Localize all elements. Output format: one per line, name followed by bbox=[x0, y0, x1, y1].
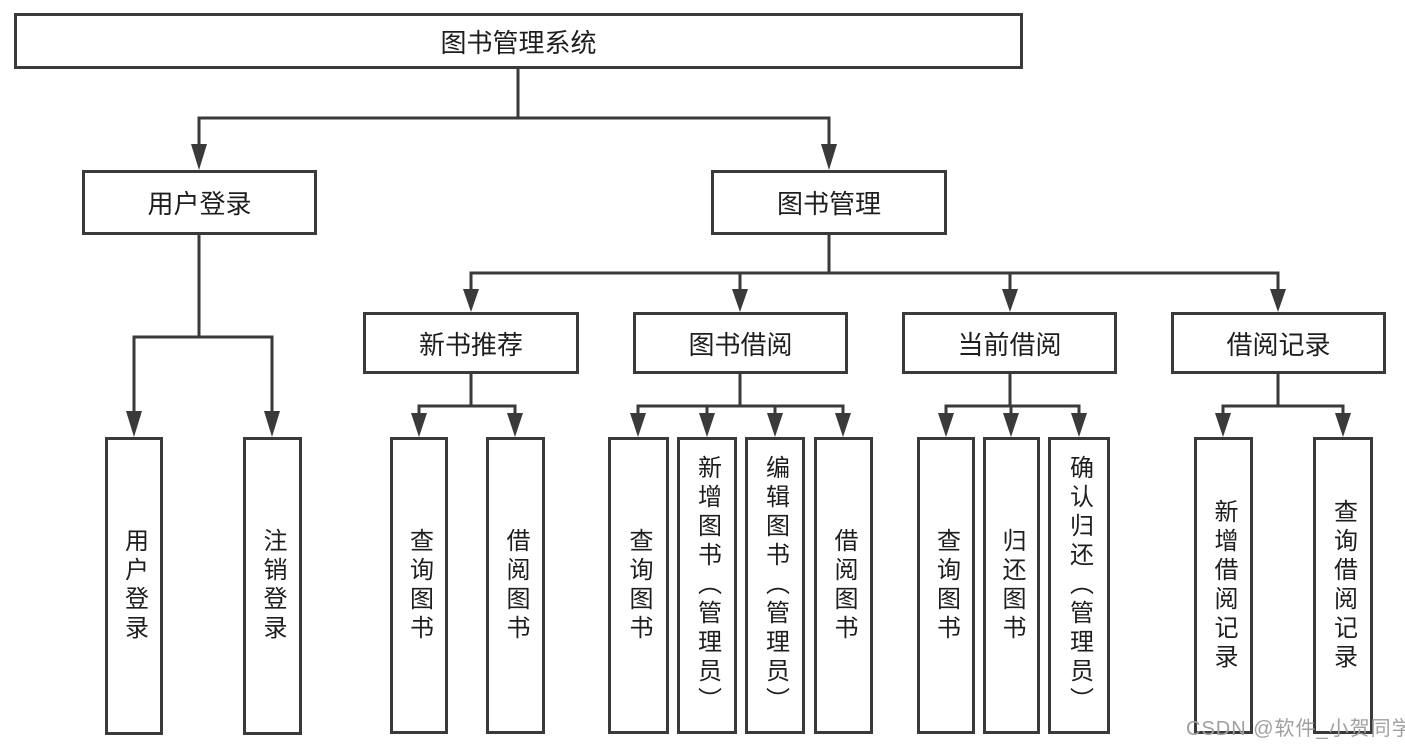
node-label: 注销登录 bbox=[259, 528, 286, 644]
leaf-confirm-return-admin: 确认归还（管理员） bbox=[1048, 437, 1110, 734]
leaf-logout: 注销登录 bbox=[243, 437, 302, 735]
node-label: 新增图书（管理员） bbox=[693, 455, 721, 716]
node-label: 图书管理系统 bbox=[440, 27, 597, 58]
node-label: 确认归还（管理员） bbox=[1065, 455, 1093, 716]
leaf-edit-books-admin: 编辑图书（管理员） bbox=[745, 437, 805, 734]
csdn-watermark: CSDN @软件_小贺同学 bbox=[1186, 718, 1405, 740]
node-label: 新书推荐 bbox=[418, 329, 523, 360]
node-label: 归还图书 bbox=[998, 527, 1025, 644]
node-label: 编辑图书（管理员） bbox=[761, 455, 789, 716]
node-current-borrowing: 当前借阅 bbox=[902, 312, 1117, 374]
leaf-query-borrowing-record: 查询借阅记录 bbox=[1313, 437, 1373, 734]
node-label: 新增借阅记录 bbox=[1210, 498, 1237, 673]
leaf-user-login: 用户登录 bbox=[105, 437, 163, 735]
node-label: 借阅图书 bbox=[502, 527, 529, 644]
leaf-query-books-borrowing: 查询图书 bbox=[608, 437, 669, 734]
node-book-management: 图书管理 bbox=[711, 170, 947, 235]
node-label: 用户登录 bbox=[120, 528, 148, 644]
node-user-login: 用户登录 bbox=[82, 170, 317, 235]
node-borrowing-records: 借阅记录 bbox=[1171, 312, 1386, 374]
node-library-management-system: 图书管理系统 bbox=[14, 13, 1023, 69]
node-label: 查询借阅记录 bbox=[1329, 498, 1357, 673]
node-label: 当前借阅 bbox=[957, 329, 1062, 360]
leaf-borrow-books-recommendation: 借阅图书 bbox=[486, 437, 545, 734]
node-label: 借阅图书 bbox=[830, 527, 857, 644]
node-label: 借阅记录 bbox=[1226, 329, 1331, 360]
node-label: 用户登录 bbox=[147, 189, 252, 219]
node-label: 图书管理 bbox=[776, 189, 881, 219]
node-label: 查询图书 bbox=[405, 527, 433, 644]
leaf-add-books-admin: 新增图书（管理员） bbox=[677, 437, 737, 734]
leaf-query-books-current: 查询图书 bbox=[917, 437, 975, 734]
node-label: 图书借阅 bbox=[688, 329, 793, 360]
leaf-return-books: 归还图书 bbox=[983, 437, 1040, 734]
leaf-query-books-recommendation: 查询图书 bbox=[390, 437, 448, 734]
leaf-borrow-books: 借阅图书 bbox=[814, 437, 873, 734]
node-label: 查询图书 bbox=[625, 527, 652, 644]
node-label: 查询图书 bbox=[932, 527, 960, 644]
node-book-borrowing: 图书借阅 bbox=[633, 312, 848, 374]
node-new-book-recommendation: 新书推荐 bbox=[363, 312, 579, 374]
leaf-add-borrowing-record: 新增借阅记录 bbox=[1194, 437, 1253, 734]
